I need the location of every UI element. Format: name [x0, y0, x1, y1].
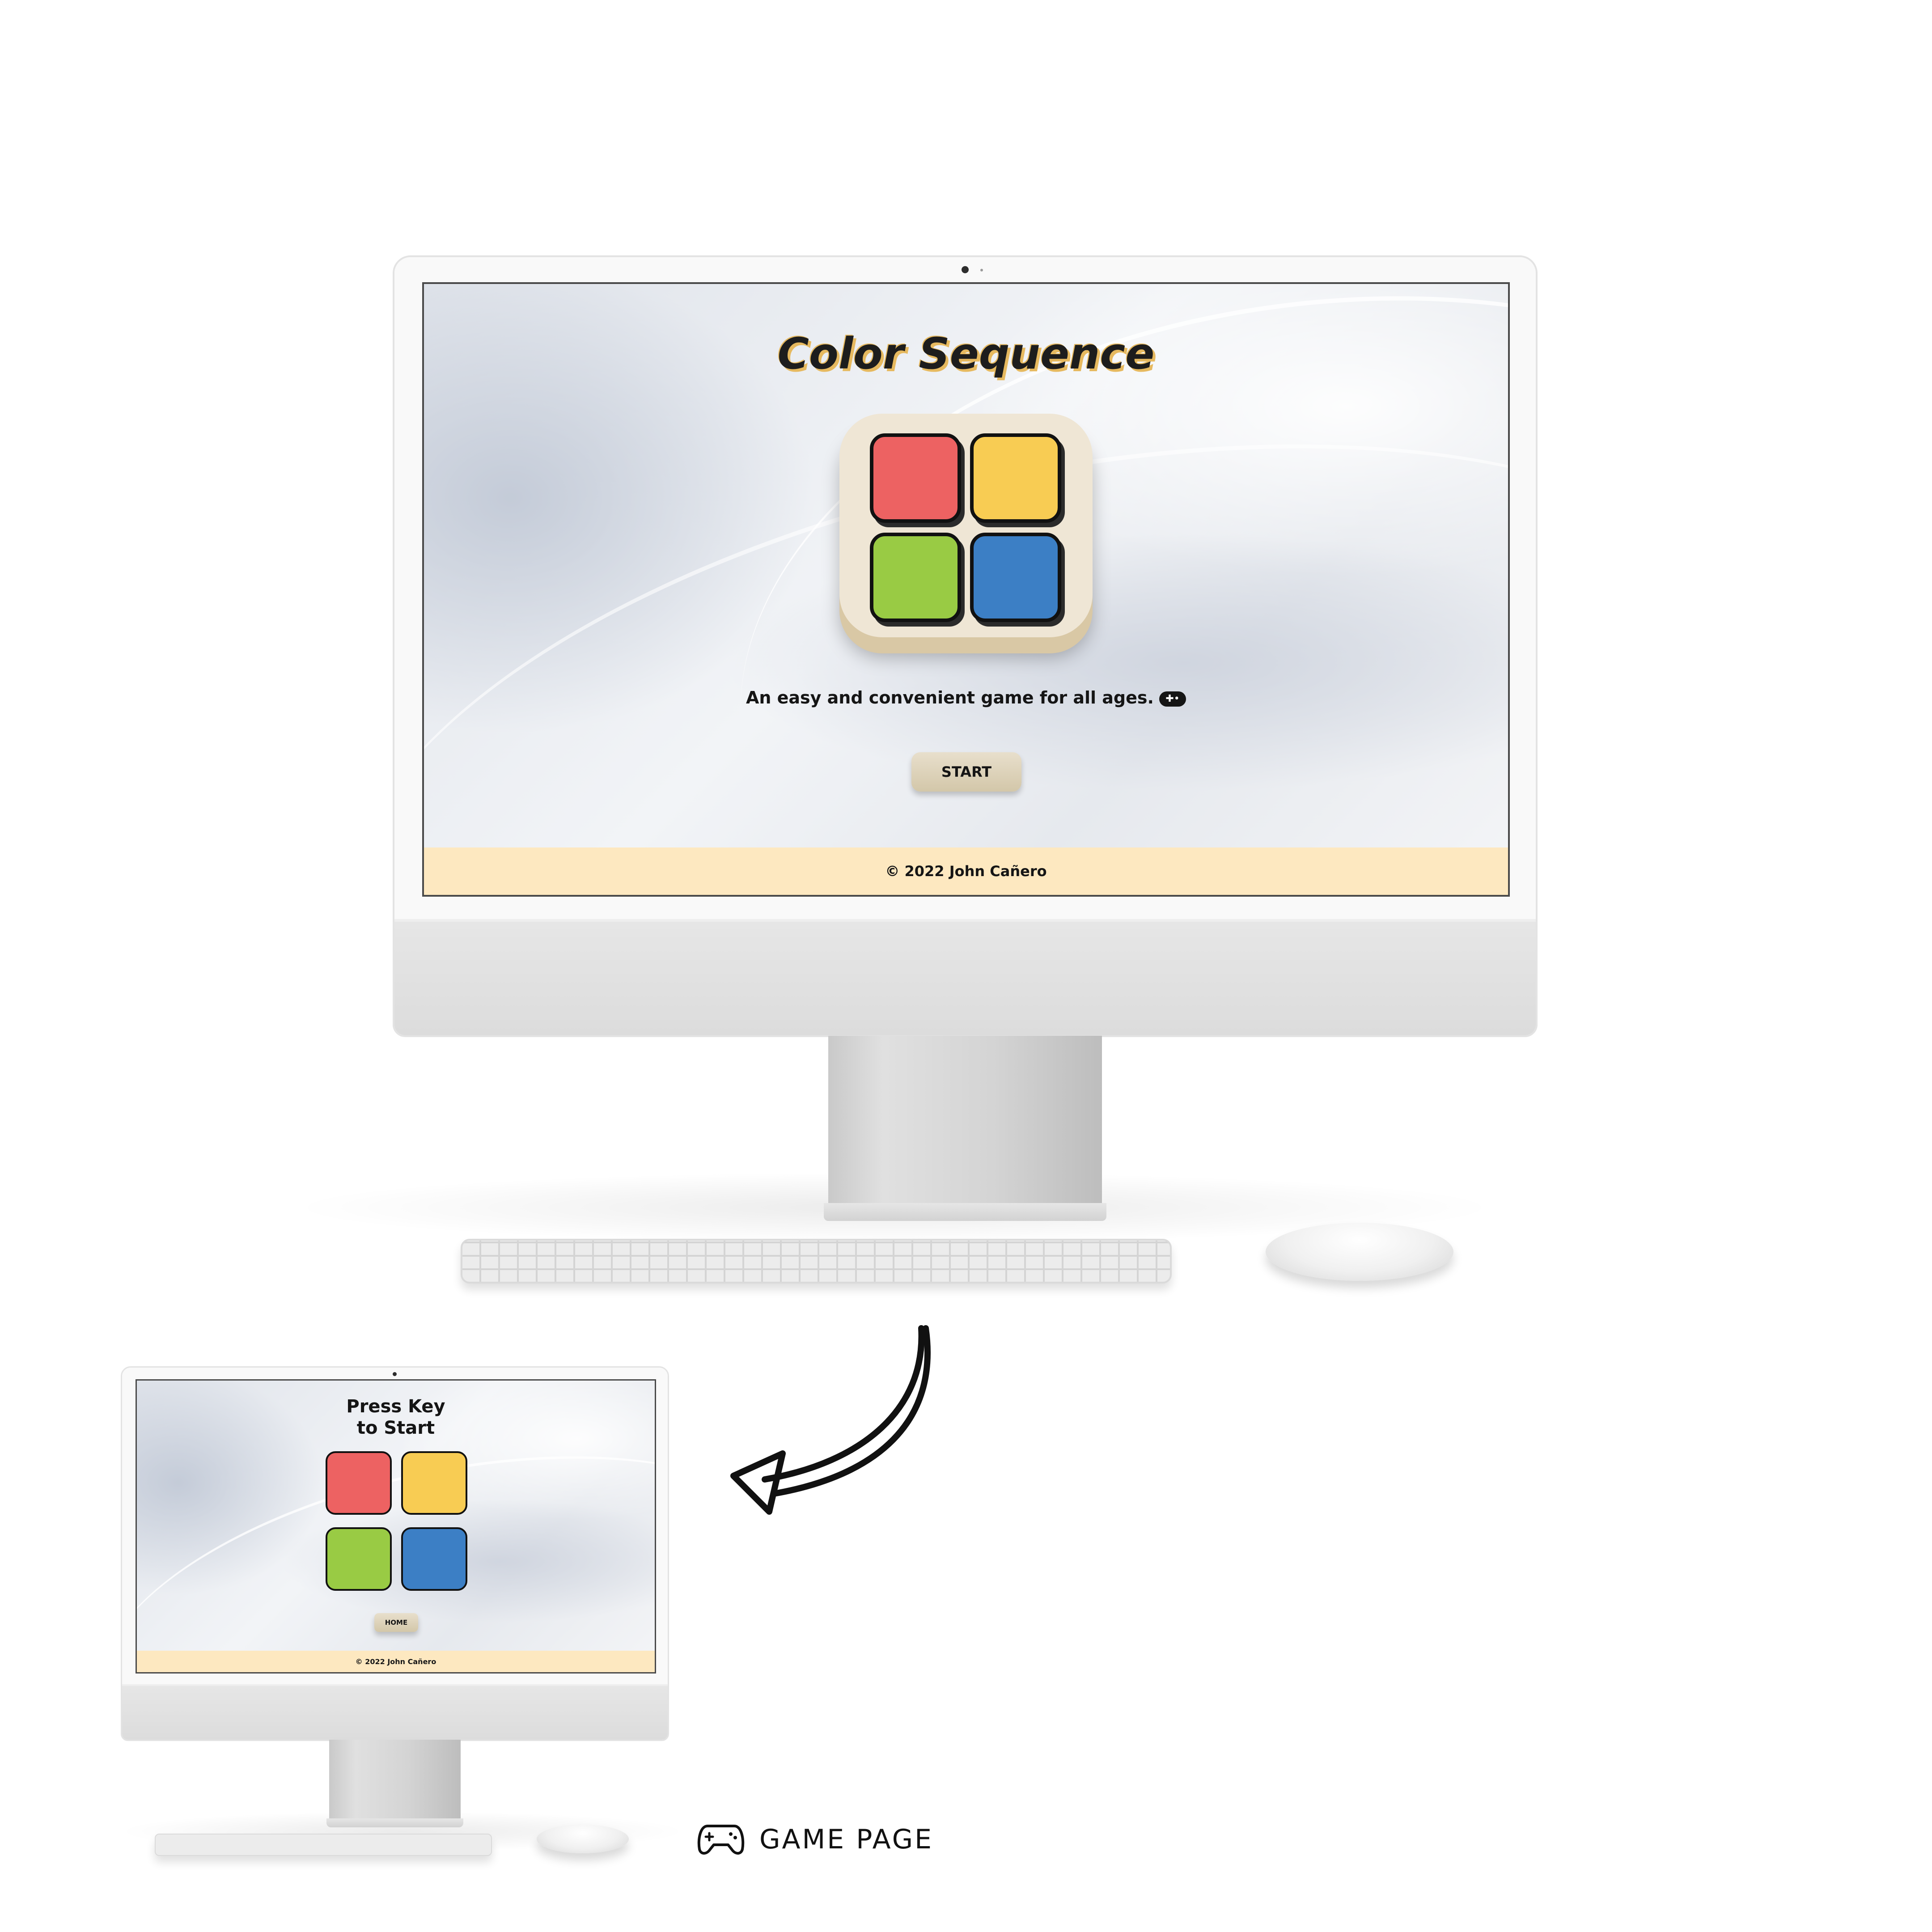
mouse	[1266, 1223, 1453, 1281]
imac-chin	[394, 919, 1536, 1035]
footer: © 2022 John Cañero	[137, 1651, 655, 1672]
gamepad-icon: ✚•	[1159, 691, 1186, 707]
small-imac-stand-base	[326, 1818, 463, 1827]
start-button-label: START	[941, 763, 992, 780]
red-tile	[870, 433, 961, 523]
keyboard	[461, 1239, 1172, 1284]
imac-chin	[122, 1684, 668, 1740]
yellow-tile	[970, 433, 1061, 523]
game-title-line1: Press Key	[346, 1396, 445, 1417]
tagline: An easy and convenient game for all ages…	[746, 688, 1154, 708]
blue-tile	[970, 533, 1061, 622]
green-game-tile[interactable]	[326, 1527, 392, 1591]
start-button[interactable]: START	[911, 752, 1021, 792]
footer-copyright: © 2022 John Cañero	[885, 863, 1047, 880]
camera-icon	[393, 1372, 397, 1376]
large-imac: Color Sequence An easy and convenient ga…	[393, 255, 1538, 1037]
small-imac: Press Key to Start HOME © 2022 John Cañe…	[121, 1366, 669, 1741]
game-screen: Press Key to Start HOME © 2022 John Cañe…	[136, 1379, 656, 1674]
red-game-tile[interactable]	[326, 1451, 392, 1515]
arrow-icon	[730, 1325, 931, 1515]
background-wave	[137, 1399, 655, 1672]
game-logo	[839, 414, 1093, 637]
keyboard	[155, 1834, 492, 1856]
camera-icon	[962, 266, 969, 273]
game-title-line2: to Start	[356, 1418, 435, 1438]
large-imac-stand	[828, 1036, 1102, 1206]
gamepad-icon	[697, 1825, 745, 1855]
caption-label: GAME PAGE	[759, 1824, 934, 1855]
mouse	[537, 1825, 629, 1853]
tagline-row: An easy and convenient game for all ages…	[424, 686, 1508, 709]
blue-game-tile[interactable]	[401, 1527, 467, 1591]
caption: GAME PAGE	[696, 1819, 1009, 1860]
game-title: Press Key to Start	[137, 1396, 655, 1439]
large-imac-stand-base	[824, 1203, 1106, 1221]
home-screen: Color Sequence An easy and convenient ga…	[422, 282, 1510, 897]
home-button-label: HOME	[385, 1618, 408, 1627]
page-title: Color Sequence	[777, 329, 1155, 379]
footer-copyright: © 2022 John Cañero	[355, 1657, 436, 1666]
green-tile	[870, 533, 961, 622]
small-imac-stand	[329, 1740, 461, 1820]
footer: © 2022 John Cañero	[424, 847, 1508, 895]
home-button[interactable]: HOME	[374, 1613, 418, 1632]
camera-light-icon	[980, 269, 983, 271]
yellow-game-tile[interactable]	[401, 1451, 467, 1515]
